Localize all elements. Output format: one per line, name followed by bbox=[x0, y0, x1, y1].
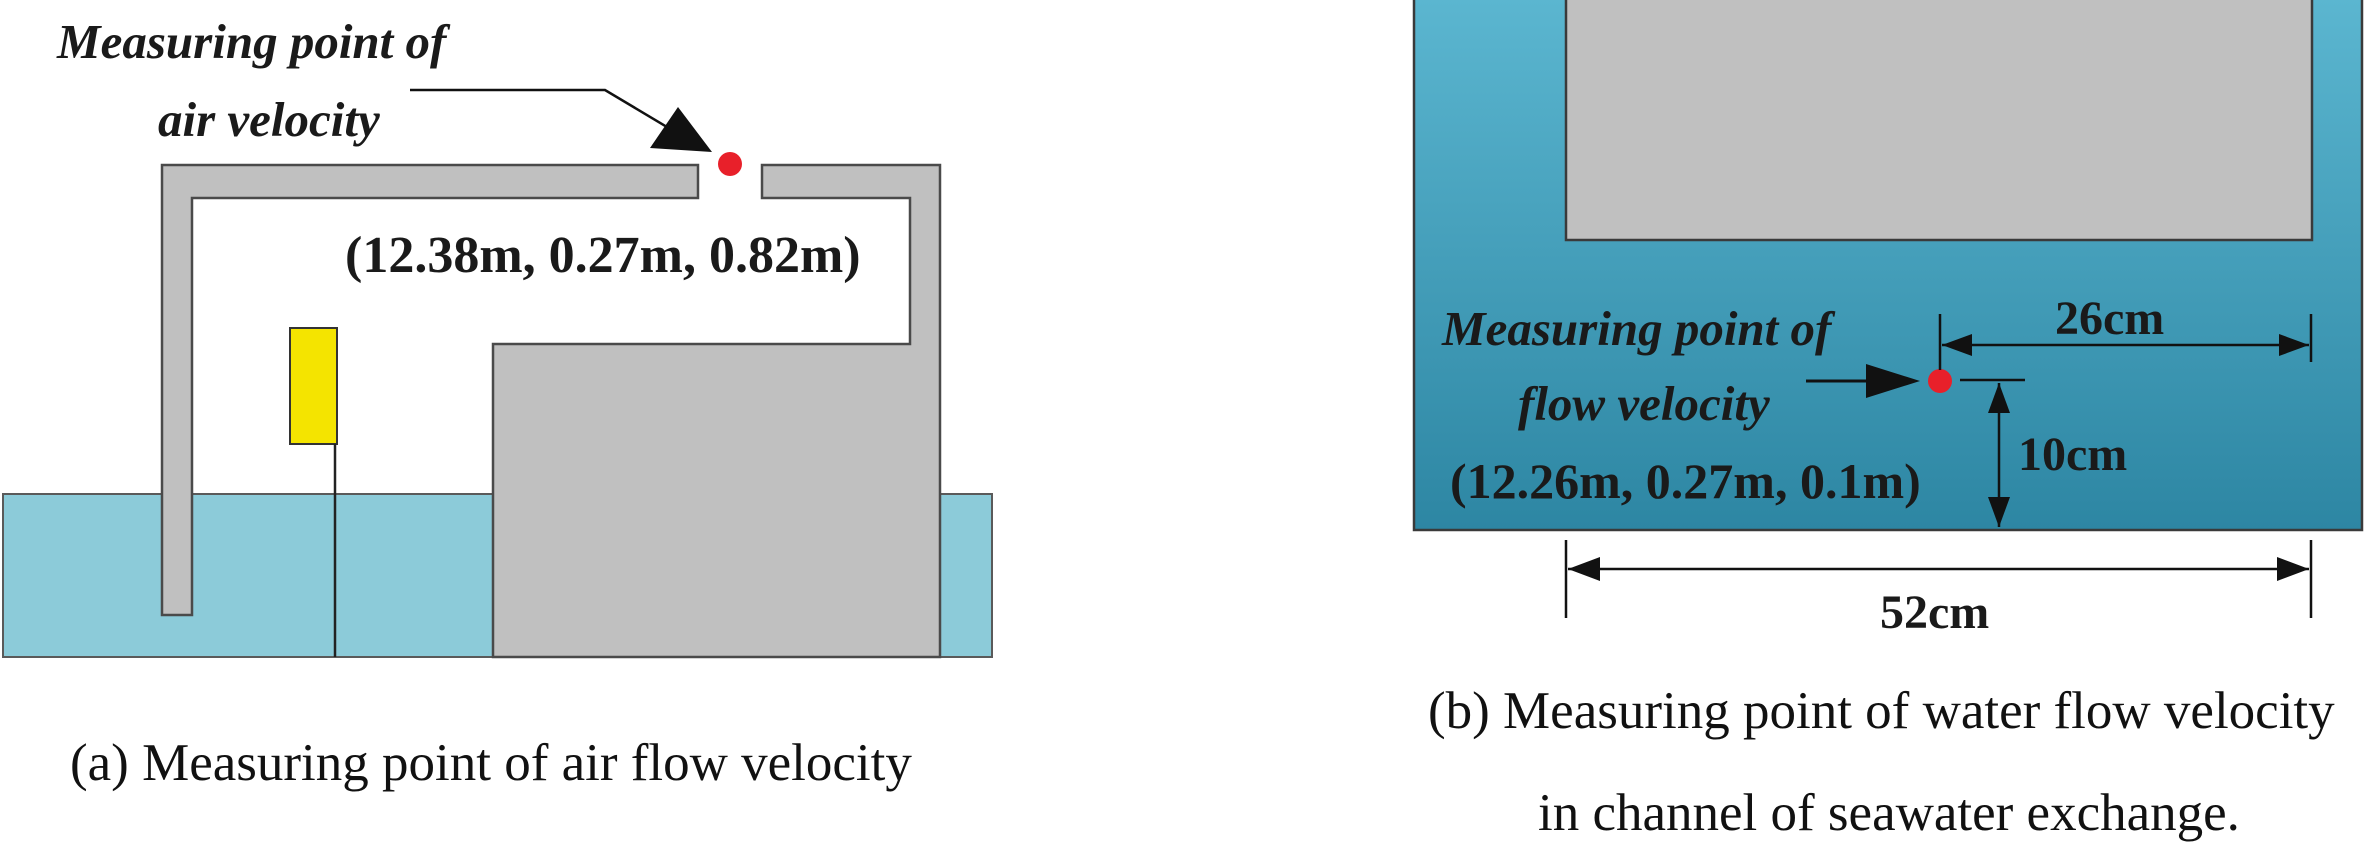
caption-b-line2: in channel of seawater exchange. bbox=[1538, 784, 2240, 842]
panel-a: Measuring point of air velocity (12.38m,… bbox=[2, 14, 993, 792]
dim-10-arrow-bottom bbox=[1988, 497, 2010, 527]
flow-measure-label-line1: Measuring point of bbox=[1441, 301, 1836, 356]
measure-point-air bbox=[718, 152, 742, 176]
caption-a: (a) Measuring point of air flow velocity bbox=[70, 734, 912, 792]
air-measure-label-line2: air velocity bbox=[158, 92, 380, 147]
dim-52-arrow-left bbox=[1568, 557, 1600, 581]
measure-point-flow bbox=[1928, 369, 1952, 393]
dim-26-arrow-left bbox=[1942, 334, 1972, 356]
dim-26-arrow-right bbox=[2279, 334, 2309, 356]
pointer-arrowhead-b bbox=[1866, 364, 1920, 398]
dim-10-label: 10cm bbox=[2018, 428, 2127, 481]
gray-block bbox=[1564, 0, 2314, 242]
air-duct bbox=[160, 163, 700, 617]
air-measure-label-line1: Measuring point of bbox=[56, 14, 451, 69]
probe-sensor bbox=[289, 327, 338, 445]
flow-measure-coords: (12.26m, 0.27m, 0.1m) bbox=[1450, 453, 1921, 509]
flow-measure-label-line2: flow velocity bbox=[1518, 376, 1770, 431]
dim-52-arrow-right bbox=[2277, 557, 2309, 581]
air-measure-coords: (12.38m, 0.27m, 0.82m) bbox=[345, 227, 861, 284]
caption-b-line1: (b) Measuring point of water flow veloci… bbox=[1428, 682, 2335, 740]
dim-26-label: 26cm bbox=[2055, 292, 2164, 345]
dim-10-arrow-top bbox=[1988, 383, 2010, 413]
chamber-structure bbox=[491, 163, 942, 659]
pointer-line-a bbox=[410, 88, 673, 132]
panel-b: 26cm 10cm 52cm Measuring point of flow v… bbox=[1412, 0, 2364, 842]
pointer-arrowhead-a bbox=[650, 107, 712, 152]
dim-52-label: 52cm bbox=[1880, 586, 1989, 639]
